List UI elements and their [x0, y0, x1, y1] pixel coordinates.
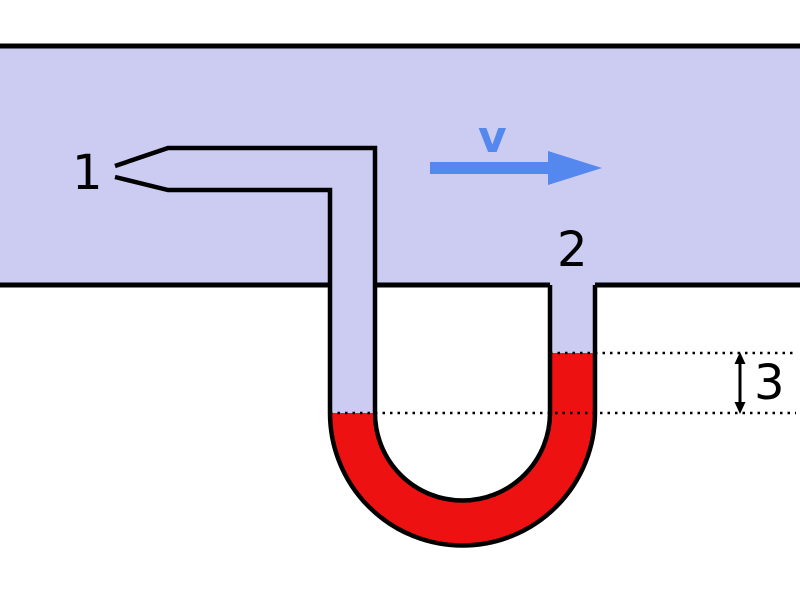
manometer-liquid [330, 353, 595, 546]
height-arrow-head-down-icon [734, 402, 746, 414]
flow-channel-fluid [0, 46, 800, 285]
tube-inner-wall [114, 145, 553, 503]
manometer-left-leg-fluid [330, 285, 375, 413]
label-point-1: 1 [72, 145, 103, 201]
height-difference-arrow [734, 352, 746, 414]
velocity-arrow-icon [430, 151, 602, 185]
tube-outer-wall [114, 174, 598, 548]
label-point-2: 2 [557, 222, 588, 278]
velocity-label: v [478, 112, 507, 163]
manometer-right-leg-fluid [550, 285, 595, 353]
label-height-3: 3 [754, 355, 785, 411]
height-arrow-head-up-icon [734, 352, 746, 364]
